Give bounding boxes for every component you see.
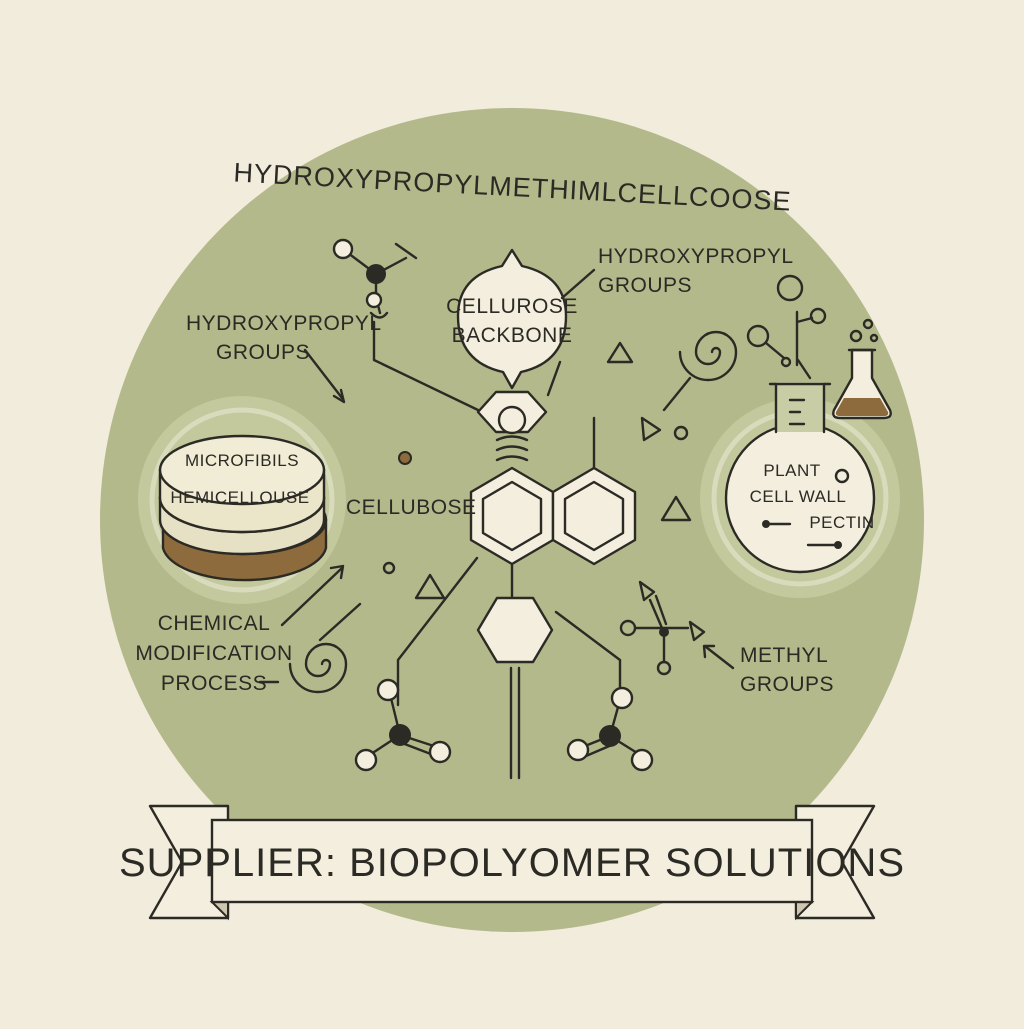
hydroxypropyl-left-line2: GROUPS: [216, 341, 310, 364]
methyl-line2: GROUPS: [740, 673, 834, 696]
decorative-shapes: [382, 341, 692, 600]
hydroxypropyl-label-right: HYDROXYPROPYL GROUPS: [560, 245, 794, 300]
molecule-top-left: [332, 238, 418, 319]
methyl-line1: METHYL: [740, 644, 828, 667]
methyl-molecule: [619, 580, 706, 676]
molecule-bottom-left: [354, 678, 452, 772]
hemicellulose-label: HEMICELLOUSE: [170, 488, 309, 507]
molecule-bottom-right: [566, 686, 654, 772]
chemical-modification-label: CHEMICAL MODIFICATION PROCESS: [135, 564, 362, 695]
cellubose-label: CELLUBOSE: [346, 496, 477, 519]
molecule-top-right: [746, 274, 827, 368]
chemical-line1: CHEMICAL: [158, 612, 271, 635]
spiral-bottom-left: [288, 642, 348, 694]
supplier-banner: SUPPLIER: BIOPOLYOMER SOLUTIONS: [119, 804, 905, 921]
hydroxypropyl-right-line1: HYDROXYPROPYL: [598, 245, 794, 268]
chemical-line3: PROCESS: [161, 672, 267, 695]
central-molecule: [469, 390, 637, 664]
backbone-label-line1: CELLUROSE: [446, 295, 578, 318]
backbone-label-line2: BACKBONE: [452, 324, 573, 347]
hydroxypropyl-right-line2: GROUPS: [598, 274, 692, 297]
microfibril-stack: MICROFIBILS HEMICELLOUSE: [138, 396, 346, 604]
chemical-line2: MODIFICATION: [135, 642, 292, 665]
plant-cell-wall-flask: PLANT CELL WALL PECTIN: [700, 358, 900, 598]
plant-label-line2: CELL WALL: [750, 487, 847, 506]
spiral-upper-right: [662, 330, 738, 412]
pectin-label: PECTIN: [809, 513, 874, 532]
erlenmeyer-flask-icon: [832, 318, 892, 420]
microfibrils-label: MICROFIBILS: [185, 451, 299, 470]
plant-label-line1: PLANT: [763, 461, 820, 480]
hydroxypropyl-label-left: HYDROXYPROPYL GROUPS: [186, 312, 382, 404]
hydroxypropyl-left-line1: HYDROXYPROPYL: [186, 312, 382, 335]
banner-text: SUPPLIER: BIOPOLYOMER SOLUTIONS: [119, 841, 905, 885]
methyl-label: METHYL GROUPS: [702, 644, 834, 696]
cellulose-backbone-bubble: CELLUROSE BACKBONE: [446, 248, 578, 390]
